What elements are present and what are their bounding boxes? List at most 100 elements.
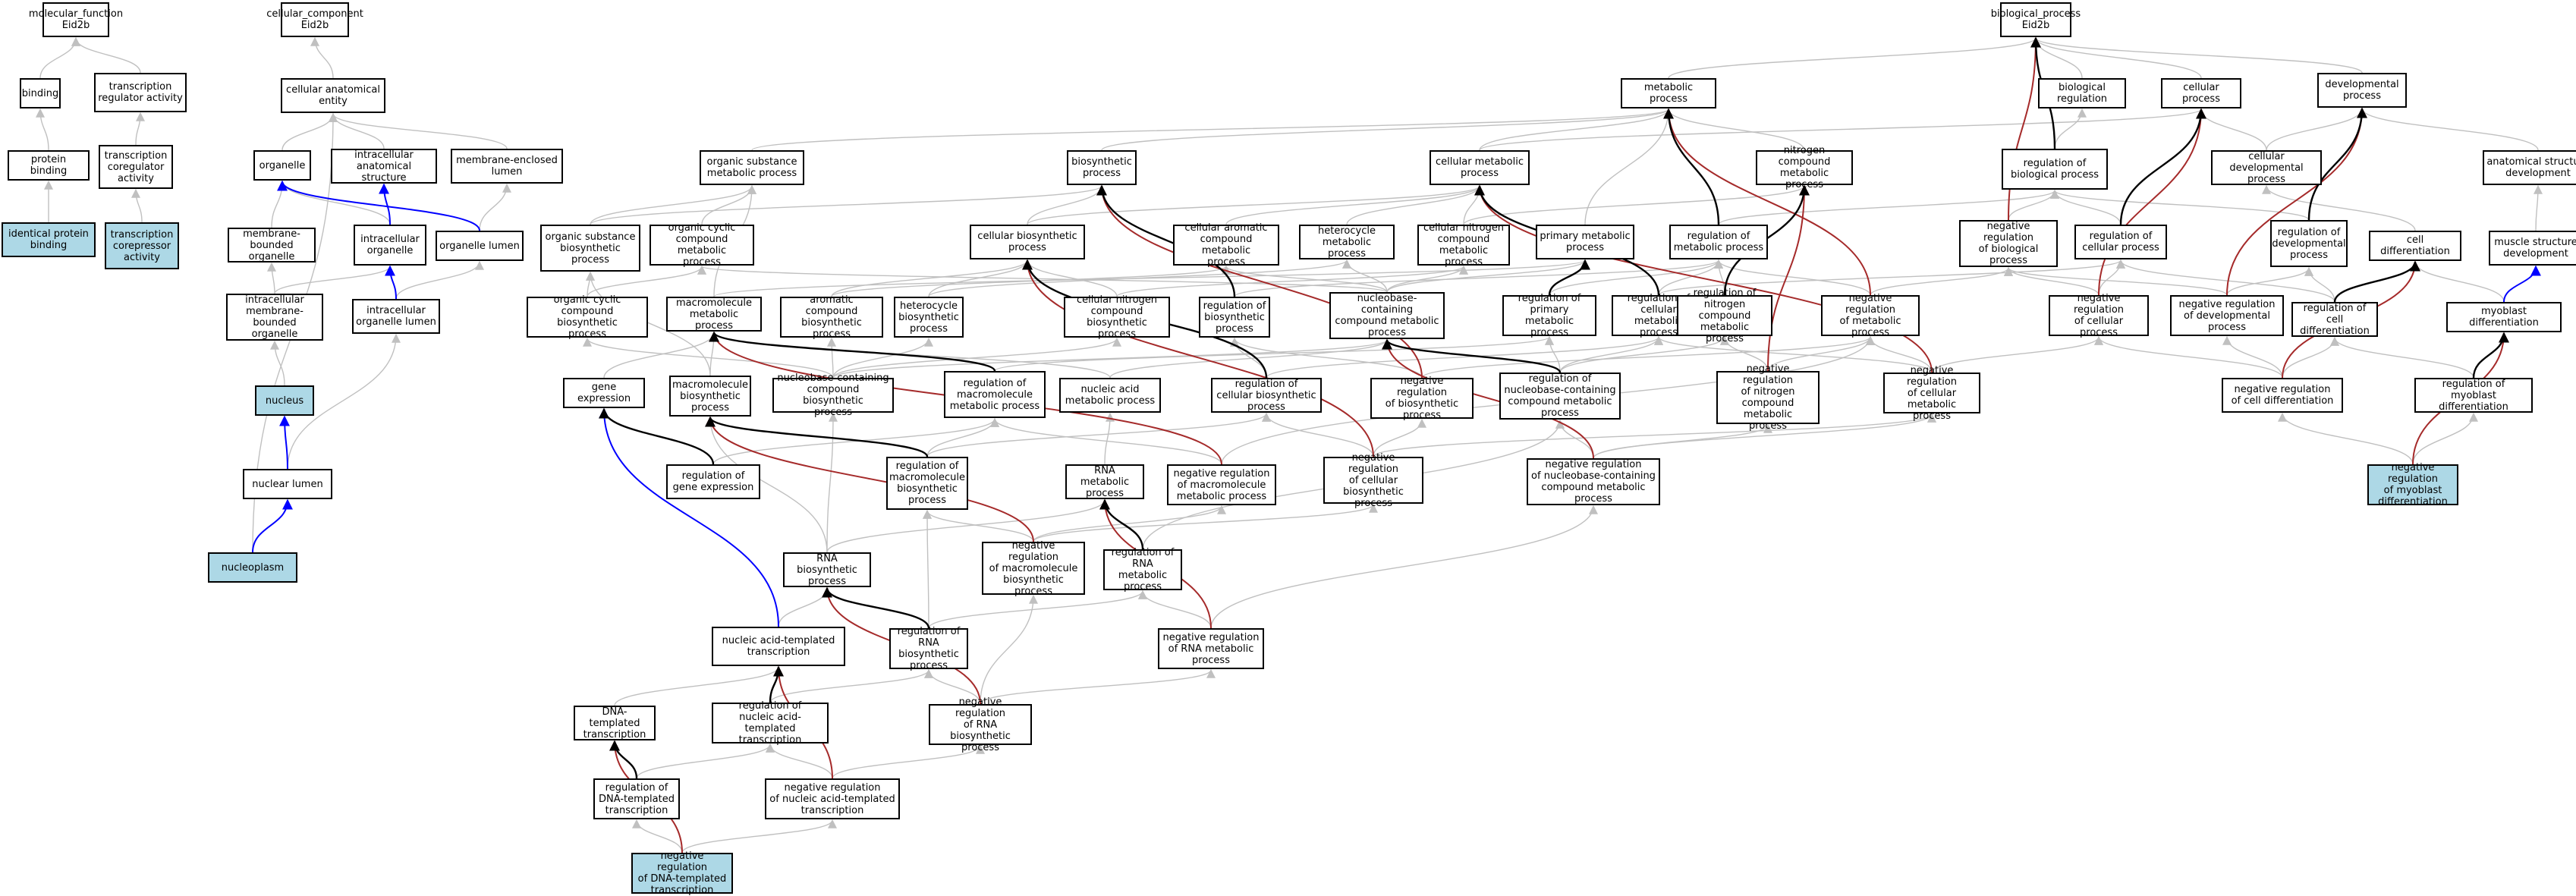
go-term-negative-regulation-of-nucleic-acid-templated-transcription[interactable]: negative regulation of nucleic acid-temp… xyxy=(765,778,900,819)
go-term-negative-regulation-of-biological-process[interactable]: negative regulation of biological proces… xyxy=(1959,220,2058,267)
go-term-cell-differentiation[interactable]: cell differentiation xyxy=(2369,231,2461,261)
go-term-nucleobase-containing-compound-biosynthetic-process[interactable]: nucleobase-containing compound biosynthe… xyxy=(772,373,894,418)
go-term-negative-regulation-of-dna-templated-transcription[interactable]: negative regulation of DNA-templated tra… xyxy=(631,850,733,896)
go-term-regulation-of-nucleic-acid-templated-transcription[interactable]: regulation of nucleic acid-templated tra… xyxy=(712,700,829,746)
go-term-cellular-anatomical-entity[interactable]: cellular anatomical entity xyxy=(281,78,385,113)
go-term-cellular-biosynthetic-process[interactable]: cellular biosynthetic process xyxy=(970,225,1085,259)
go-term-organic-cyclic-compound-metabolic-process[interactable]: organic cyclic compound metabolic proces… xyxy=(650,222,754,268)
go-term-negative-regulation-of-nitrogen-compound-metabolic-process[interactable]: negative regulation of nitrogen compound… xyxy=(1716,363,1820,432)
go-term-regulation-of-dna-templated-transcription[interactable]: regulation of DNA-templated transcriptio… xyxy=(593,778,680,819)
go-term-anatomical-structure-development[interactable]: anatomical structure development xyxy=(2483,150,2576,185)
go-term-nucleus[interactable]: nucleus xyxy=(255,385,314,416)
go-term-nitrogen-compound-metabolic-process[interactable]: nitrogen compound metabolic process xyxy=(1756,145,1853,190)
edge-nrcbp-to-cbp xyxy=(1022,259,1374,457)
go-term-cellular-metabolic-process[interactable]: cellular metabolic process xyxy=(1430,150,1530,185)
go-term-metabolic-process[interactable]: metabolic process xyxy=(1621,78,1716,108)
go-term-binding[interactable]: binding xyxy=(20,78,61,108)
go-term-protein-binding[interactable]: protein binding xyxy=(8,150,90,181)
go-term-cellular-nitrogen-compound-metabolic-process[interactable]: cellular nitrogen compound metabolic pro… xyxy=(1417,222,1510,268)
go-term-cellular-process[interactable]: cellular process xyxy=(2161,78,2241,108)
go-term-regulation-of-cellular-biosynthetic-process[interactable]: regulation of cellular biosynthetic proc… xyxy=(1211,378,1322,413)
go-term-regulation-of-developmental-process[interactable]: regulation of developmental process xyxy=(2270,220,2348,267)
edge-acbp-to-cacmp xyxy=(831,265,1231,297)
go-term-organic-cyclic-compound-biosynthetic-process[interactable]: organic cyclic compound biosynthetic pro… xyxy=(527,294,648,340)
go-term-intracellular-organelle-lumen[interactable]: intracellular organelle lumen xyxy=(352,299,440,334)
go-term-regulation-of-cell-differentiation[interactable]: regulation of cell differentiation xyxy=(2291,302,2378,337)
edge-iol-to-io xyxy=(385,265,397,300)
go-term-biosynthetic-process[interactable]: biosynthetic process xyxy=(1067,150,1137,185)
go-term-transcription-corepressor-activity[interactable]: transcription corepressor activity xyxy=(105,222,179,269)
go-term-transcription-regulator-activity[interactable]: transcription regulator activity xyxy=(94,73,187,112)
go-term-macromolecule-biosynthetic-process[interactable]: macromolecule biosynthetic process xyxy=(669,376,751,417)
go-term-dna-templated-transcription[interactable]: DNA-templated transcription xyxy=(574,706,656,740)
go-term-regulation-of-macromolecule-metabolic-process[interactable]: regulation of macromolecule metabolic pr… xyxy=(944,371,1046,418)
go-term-regulation-of-rna-biosynthetic-process[interactable]: regulation of RNA biosynthetic process xyxy=(889,626,968,671)
go-term-rna-metabolic-process[interactable]: RNA metabolic process xyxy=(1065,464,1144,499)
go-term-regulation-of-biological-process[interactable]: regulation of biological process xyxy=(2002,149,2108,190)
go-term-negative-regulation-of-myoblast-differentiation[interactable]: negative regulation of myoblast differen… xyxy=(2367,462,2458,508)
go-term-negative-regulation-of-macromolecule-metabolic-process[interactable]: negative regulation of macromolecule met… xyxy=(1167,464,1276,505)
go-term-muscle-structure-development[interactable]: muscle structure development xyxy=(2489,231,2576,266)
go-term-negative-regulation-of-rna-biosynthetic-process[interactable]: negative regulation of RNA biosynthetic … xyxy=(929,696,1032,753)
go-term-myoblast-differentiation[interactable]: myoblast differentiation xyxy=(2446,302,2562,332)
go-term-developmental-process[interactable]: developmental process xyxy=(2317,73,2407,108)
go-term-intracellular-organelle[interactable]: intracellular organelle xyxy=(354,225,426,266)
go-term-biological-regulation[interactable]: biological regulation xyxy=(2038,78,2126,108)
edge-nrcmp-to-regcmp xyxy=(1654,335,1933,373)
go-term-transcription-coregulator-activity[interactable]: transcription coregulator activity xyxy=(99,145,173,189)
edge-rnabp-to-mbp xyxy=(706,416,828,553)
go-term-organelle-lumen[interactable]: organelle lumen xyxy=(436,231,524,261)
edge-rnabp-to-nbcbp xyxy=(826,412,838,553)
go-term-nucleic-acid-templated-transcription[interactable]: nucleic acid-templated transcription xyxy=(712,627,845,666)
go-term-regulation-of-nucleobase-containing-compound-metabolic-process[interactable]: regulation of nucleobase-containing comp… xyxy=(1499,373,1621,420)
go-term-negative-regulation-of-biosynthetic-process[interactable]: negative regulation of biosynthetic proc… xyxy=(1370,376,1474,421)
go-term-intracellular-membrane-bounded-organelle[interactable]: intracellular membrane-bounded organelle xyxy=(226,294,323,341)
go-term-organic-substance-metabolic-process[interactable]: organic substance metabolic process xyxy=(700,150,804,185)
edge-regbiosyn-to-regmp xyxy=(1234,259,1723,297)
edge-nrcbp-to-nrcmp xyxy=(1373,413,1936,457)
go-term-regulation-of-metabolic-process[interactable]: regulation of metabolic process xyxy=(1669,225,1768,259)
go-term-negative-regulation-of-rna-metabolic-process[interactable]: negative regulation of RNA metabolic pro… xyxy=(1158,628,1264,669)
go-term-negative-regulation-of-nucleobase-containing-compound-metabolic-process[interactable]: negative regulation of nucleobase-contai… xyxy=(1527,458,1660,505)
go-term-regulation-of-nitrogen-compound-metabolic-process[interactable]: regulation of nitrogen compound metaboli… xyxy=(1677,288,1772,344)
go-term-negative-regulation-of-cellular-process[interactable]: negative regulation of cellular process xyxy=(2049,293,2149,338)
go-term-regulation-of-biosynthetic-process[interactable]: regulation of biosynthetic process xyxy=(1199,297,1270,338)
go-term-nucleoplasm[interactable]: nucleoplasm xyxy=(208,552,297,583)
go-term-macromolecule-metabolic-process[interactable]: macromolecule metabolic process xyxy=(666,297,762,332)
go-term-regulation-of-gene-expression[interactable]: regulation of gene expression xyxy=(666,464,760,499)
go-term-biological-process[interactable]: biological_process Eid2b xyxy=(1991,2,2081,37)
go-term-nucleobase-containing-compound-metabolic-process[interactable]: nucleobase-containing compound metabolic… xyxy=(1329,292,1445,339)
go-term-gene-expression[interactable]: gene expression xyxy=(563,378,645,408)
go-term-negative-regulation-of-macromolecule-biosynthetic-process[interactable]: negative regulation of macromolecule bio… xyxy=(982,540,1085,597)
go-term-regulation-of-myoblast-differentiation[interactable]: regulation of myoblast differentiation xyxy=(2414,378,2533,413)
go-term-membrane-enclosed-lumen[interactable]: membrane-enclosed lumen xyxy=(451,149,563,184)
go-term-regulation-of-rna-metabolic-process[interactable]: regulation of RNA metabolic process xyxy=(1103,547,1182,593)
go-term-regulation-of-cellular-process[interactable]: regulation of cellular process xyxy=(2074,225,2167,259)
go-term-regulation-of-primary-metabolic-process[interactable]: regulation of primary metabolic process xyxy=(1502,293,1596,338)
go-term-negative-regulation-of-cellular-metabolic-process[interactable]: negative regulation of cellular metaboli… xyxy=(1883,365,1980,422)
go-term-membrane-bounded-organelle[interactable]: membrane-bounded organelle xyxy=(228,228,316,263)
go-term-negative-regulation-of-cellular-biosynthetic-process[interactable]: negative regulation of cellular biosynth… xyxy=(1323,452,1423,509)
go-term-organic-substance-biosynthetic-process[interactable]: organic substance biosynthetic process xyxy=(540,225,640,272)
go-term-nucleic-acid-metabolic-process[interactable]: nucleic acid metabolic process xyxy=(1059,378,1161,413)
go-term-rna-biosynthetic-process[interactable]: RNA biosynthetic process xyxy=(783,552,871,587)
go-term-cellular-nitrogen-compound-biosynthetic-process[interactable]: cellular nitrogen compound biosynthetic … xyxy=(1064,294,1170,340)
go-term-negative-regulation-of-cell-differentiation[interactable]: negative regulation of cell differentiat… xyxy=(2222,378,2343,413)
go-term-cellular-developmental-process[interactable]: cellular developmental process xyxy=(2211,150,2322,185)
go-term-molecular-function[interactable]: molecular_function Eid2b xyxy=(29,2,123,37)
go-term-cellular-aromatic-compound-metabolic-process[interactable]: cellular aromatic compound metabolic pro… xyxy=(1173,222,1279,268)
edge-nrdev-to-devproc xyxy=(2226,107,2367,296)
go-term-regulation-of-macromolecule-biosynthetic-process[interactable]: regulation of macromolecule biosynthetic… xyxy=(886,457,968,510)
go-term-negative-regulation-of-metabolic-process[interactable]: negative regulation of metabolic process xyxy=(1821,293,1920,338)
go-term-identical-protein-binding[interactable]: identical protein binding xyxy=(2,222,96,257)
go-term-aromatic-compound-biosynthetic-process[interactable]: aromatic compound biosynthetic process xyxy=(780,294,883,340)
go-term-cellular-component[interactable]: cellular_component Eid2b xyxy=(266,2,363,37)
edge-nbcbp-to-hbp xyxy=(832,337,933,379)
go-term-negative-regulation-of-developmental-process[interactable]: negative regulation of developmental pro… xyxy=(2170,295,2284,336)
go-term-heterocycle-biosynthetic-process[interactable]: heterocycle biosynthetic process xyxy=(894,297,964,338)
go-term-heterocycle-metabolic-process[interactable]: heterocycle metabolic process xyxy=(1299,225,1395,259)
go-term-intracellular-anatomical-structure[interactable]: intracellular anatomical structure xyxy=(331,149,437,184)
go-term-primary-metabolic-process[interactable]: primary metabolic process xyxy=(1536,225,1634,259)
go-term-organelle[interactable]: organelle xyxy=(253,150,311,181)
go-term-nuclear-lumen[interactable]: nuclear lumen xyxy=(243,469,332,499)
